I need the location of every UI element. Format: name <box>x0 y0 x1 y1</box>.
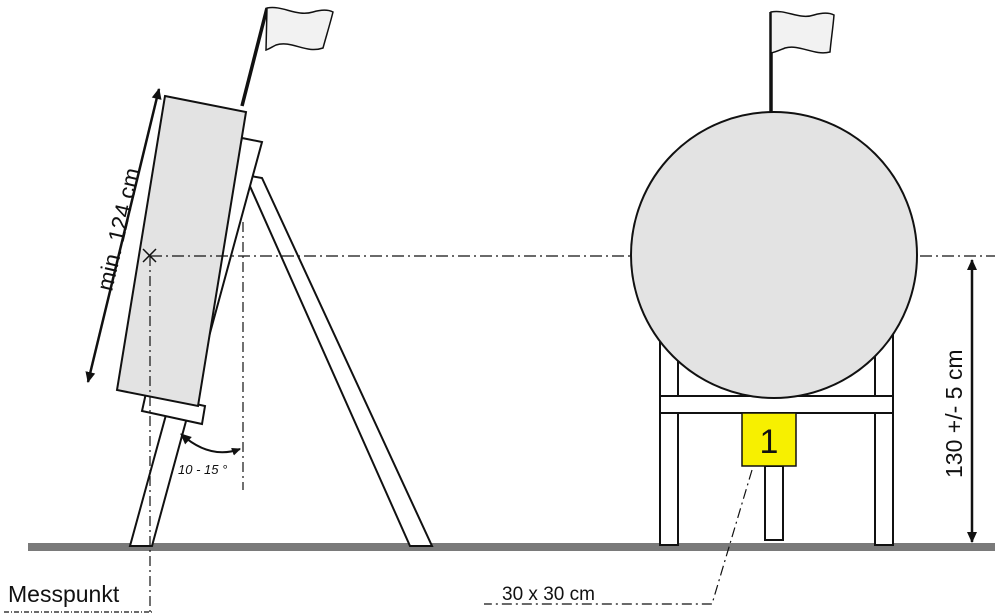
measuring-point-label: Messpunkt <box>8 581 120 607</box>
tilt-angle-arc <box>180 433 241 456</box>
round-target <box>630 111 918 399</box>
plate-leader-line <box>484 469 753 605</box>
number-plate <box>741 412 797 467</box>
plate-post <box>764 465 784 541</box>
target-center-mark <box>142 248 157 263</box>
stand-right-leg <box>874 334 894 546</box>
right-stand <box>659 334 894 546</box>
flag-icon <box>769 10 835 112</box>
plate-number-label: 1 <box>760 423 779 461</box>
tilt-angle-label: 10 - 15 ° <box>178 462 227 477</box>
flag-icon <box>240 6 334 107</box>
double-arrow-icon <box>85 88 162 383</box>
height-label: 130 +/- 5 cm <box>941 350 967 478</box>
ground-line <box>28 543 995 551</box>
easel-rear-leg <box>243 173 434 547</box>
plate-size-label: 30 x 30 cm <box>502 584 595 605</box>
stand-left-leg <box>659 334 679 546</box>
